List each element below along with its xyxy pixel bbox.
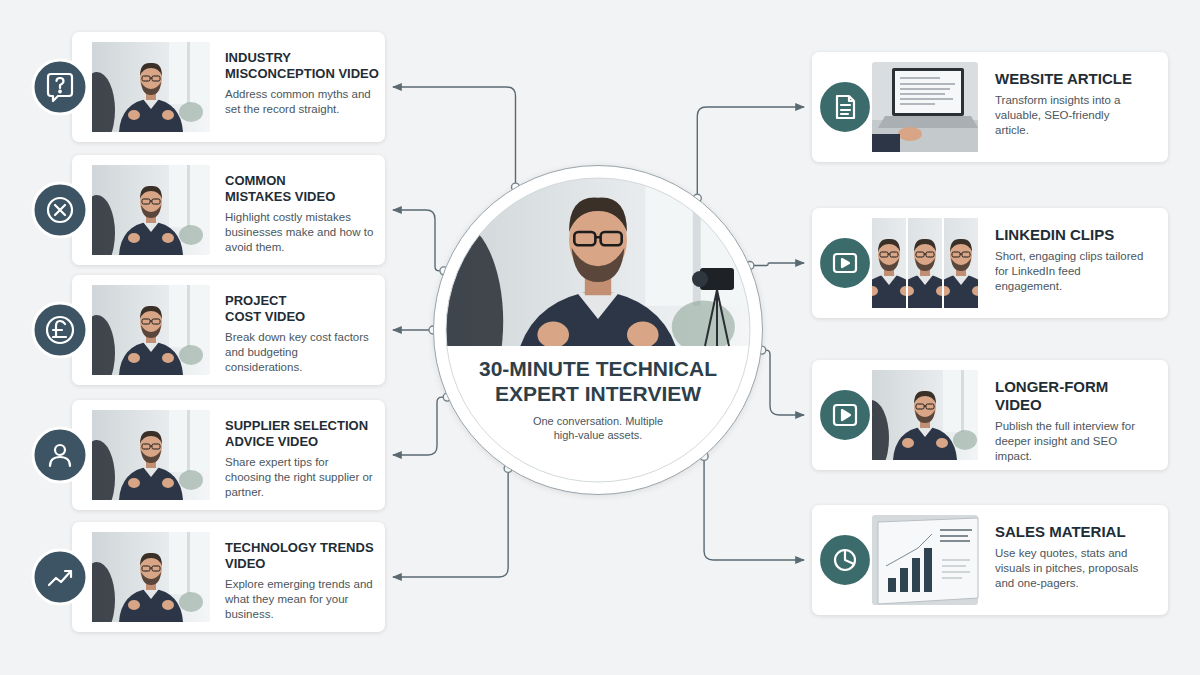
card-description: Address common myths and set the record … bbox=[225, 87, 375, 117]
content-card: TECHNOLOGY TRENDS VIDEO Explore emerging … bbox=[72, 522, 385, 632]
hub-inner-ring bbox=[446, 178, 750, 482]
card-title: COMMON MISTAKES VIDEO bbox=[225, 173, 353, 205]
text-group: INDUSTRY MISCONCEPTION VIDEO Address comm… bbox=[225, 50, 390, 117]
connector-arrow bbox=[393, 329, 433, 330]
hub-circle: 30-MINUTE TECHNICAL EXPERT INTERVIEW One … bbox=[433, 165, 763, 495]
card-description: Explore emerging trends and what they me… bbox=[225, 577, 375, 622]
card-title: 30-MINUTE TECHNICAL EXPERT INTERVIEW bbox=[473, 356, 723, 406]
card-description: Use key quotes, stats and visuals in pit… bbox=[995, 546, 1145, 591]
text-group: 30-MINUTE TECHNICAL EXPERT INTERVIEW One … bbox=[434, 356, 762, 442]
text-group: SUPPLIER SELECTION ADVICE VIDEO Share exp… bbox=[225, 418, 390, 500]
connector-arrow bbox=[393, 210, 444, 271]
connector-arrow bbox=[762, 350, 804, 415]
card-title: SUPPLIER SELECTION ADVICE VIDEO bbox=[225, 418, 385, 450]
connector-arrow bbox=[393, 468, 508, 577]
photo bbox=[817, 62, 1021, 605]
card-description: Highlight costly mistakes businesses mak… bbox=[225, 210, 375, 255]
connector-arrow bbox=[750, 263, 804, 266]
card-title: WEBSITE ARTICLE bbox=[995, 70, 1160, 88]
card-title: PROJECT COST VIDEO bbox=[225, 293, 325, 325]
text-group: COMMON MISTAKES VIDEO Highlight costly mi… bbox=[225, 173, 390, 255]
connector-arrow bbox=[704, 456, 804, 560]
content-card: SALES MATERIAL Use key quotes, stats and … bbox=[812, 505, 1168, 615]
connector-arrow bbox=[697, 107, 804, 198]
content-card: INDUSTRY MISCONCEPTION VIDEOAddress comm… bbox=[72, 32, 385, 142]
card-description: Short, engaging clips tailored for Linke… bbox=[995, 249, 1145, 294]
card-description: One conversation. Multiple high-value as… bbox=[523, 414, 673, 442]
content-card: WEBSITE ARTICLE Transform insights into a… bbox=[812, 52, 1168, 162]
photo bbox=[79, 42, 211, 638]
card-description: Break down key cost factors and budgetin… bbox=[225, 330, 375, 375]
card-title: SALES MATERIAL bbox=[995, 523, 1160, 541]
text-group: WEBSITE ARTICLETransform insights into a… bbox=[995, 70, 1155, 138]
text-group: PROJECT COST VIDEO Break down key cost fa… bbox=[225, 293, 390, 375]
connector-arrow bbox=[393, 87, 516, 187]
content-card: LONGER-FORM VIDEO Publish the full interv… bbox=[812, 360, 1168, 470]
content-card: SUPPLIER SELECTION ADVICE VIDEO Share exp… bbox=[72, 400, 385, 510]
icon bbox=[33, 60, 87, 604]
card-description: Transform insights into a valuable, SEO-… bbox=[995, 93, 1145, 138]
text-group: TECHNOLOGY TRENDS VIDEO Explore emerging … bbox=[225, 540, 390, 622]
connector-arrow bbox=[393, 397, 447, 455]
card-title: LONGER-FORM VIDEO bbox=[995, 378, 1125, 414]
text-group: LONGER-FORM VIDEO Publish the full interv… bbox=[995, 378, 1155, 464]
card-title: INDUSTRY MISCONCEPTION VIDEO bbox=[225, 50, 390, 82]
card-title: LINKEDIN CLIPS bbox=[995, 226, 1160, 244]
icon bbox=[819, 81, 871, 586]
photo bbox=[408, 143, 756, 422]
text-group: LINKEDIN CLIPSShort, engaging clips tail… bbox=[995, 226, 1155, 294]
text-group: SALES MATERIALUse key quotes, stats and … bbox=[995, 523, 1155, 591]
content-card: LINKEDIN CLIPS Short, engaging clips tail… bbox=[812, 208, 1168, 318]
card-title: TECHNOLOGY TRENDS VIDEO bbox=[225, 540, 385, 572]
card-description: Publish the full interview for deeper in… bbox=[995, 419, 1145, 464]
content-card: PROJECT COST VIDEO Break down key cost fa… bbox=[72, 275, 385, 385]
card-description: Share expert tips for choosing the right… bbox=[225, 455, 375, 500]
content-card: COMMON MISTAKES VIDEO Highlight costly mi… bbox=[72, 155, 385, 265]
